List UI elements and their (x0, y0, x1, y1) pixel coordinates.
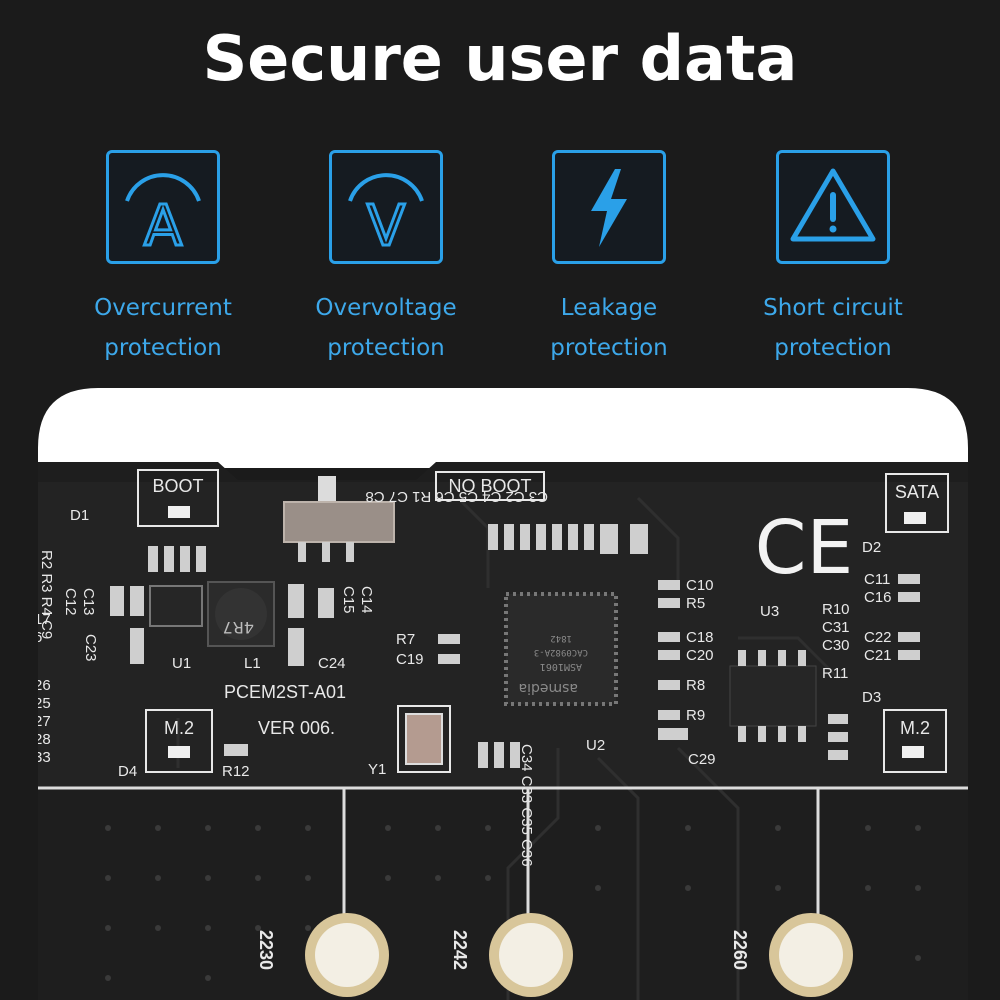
silk-c18: C18 (686, 629, 714, 646)
feature-label-1: Overvoltage (315, 295, 457, 321)
inductor-mark: 4R7 (223, 618, 254, 637)
feature-label-2: protection (104, 335, 222, 361)
mount-hole-2230 (305, 913, 389, 997)
silk-d2: D2 (862, 539, 881, 556)
pcb-board: 2230 2242 2260 BOOT NO BOOT SATA CE asme… (38, 388, 968, 1000)
silk-edge-6: 6 (38, 629, 42, 646)
silk-c21: C21 (864, 647, 892, 664)
silk-c13: C13 (80, 588, 97, 616)
boot-label: BOOT (152, 476, 203, 496)
silk-d3: D3 (862, 689, 881, 706)
silk-d1: D1 (70, 507, 89, 524)
feature-label-2: protection (774, 335, 892, 361)
silk-r11: R11 (822, 665, 848, 682)
chip-line1: ASM1061 (540, 661, 582, 672)
silk-u1: U1 (172, 655, 191, 672)
silk-edge-28: 28 (38, 731, 51, 748)
mount-label-2230: 2230 (256, 930, 276, 970)
feature-overvoltage: V Overvoltage protection (286, 150, 486, 368)
silk-r7: R7 (396, 631, 415, 648)
warning-triangle-icon (776, 150, 890, 264)
silk-c15: C15 (340, 586, 357, 614)
silk-c10: C10 (686, 577, 714, 594)
silk-edge-25: 25 (38, 695, 51, 712)
boot-switch (283, 476, 395, 562)
feature-short-circuit: Short circuit protection (733, 150, 933, 368)
feature-label-2: protection (550, 335, 668, 361)
crystal-y1 (397, 705, 451, 773)
silk-edge-17: 17 (38, 611, 51, 628)
silk-l1: L1 (244, 655, 261, 672)
silk-edge-27: 27 (38, 713, 51, 730)
silk-crystal-caps: C34 C33 C35 C36 (518, 744, 535, 867)
feature-label-1: Short circuit (763, 295, 903, 321)
silk-d4: D4 (118, 763, 137, 780)
u3-chip (729, 650, 817, 742)
feature-leakage: Leakage protection (509, 150, 709, 368)
silk-u2: U2 (586, 737, 605, 754)
voltmeter-icon: V (329, 150, 443, 264)
silk-y1: Y1 (368, 761, 386, 778)
silk-c14: C14 (358, 586, 375, 614)
feature-label-1: Overcurrent (94, 295, 232, 321)
silk-r-group: R2 R3 R4 C9 (38, 550, 55, 639)
headline: Secure user data (202, 22, 798, 95)
m2-right-label: M.2 (900, 718, 930, 738)
silk-r10: R10 (822, 601, 850, 618)
silk-r5: R5 (686, 595, 705, 612)
feature-label-1: Leakage (560, 295, 658, 321)
noboot-label: NO BOOT (448, 476, 531, 496)
mount-hole-2260 (769, 913, 853, 997)
silk-c16: C16 (864, 589, 892, 606)
silk-r12: R12 (222, 763, 250, 780)
silk-top-caps: C3 C2 C4 C5 C6 R1 C7 C8 (365, 488, 548, 505)
ce-mark: CE (755, 505, 853, 591)
silk-c12: C12 (62, 588, 79, 616)
silk-c20: C20 (686, 647, 714, 664)
asm1061-chip: asmedia ASM1061 CAC0982A-3 1842 (504, 592, 618, 706)
ammeter-icon: A (106, 150, 220, 264)
chip-brand: asmedia (519, 680, 578, 696)
silk-c31: C31 (822, 619, 850, 636)
board-version: VER 006. (258, 718, 335, 738)
voltmeter-glyph: V (367, 194, 405, 259)
silk-c24: C24 (318, 655, 346, 672)
mount-hole-2242 (489, 913, 573, 997)
silk-u3: U3 (760, 603, 779, 620)
silk-c30: C30 (822, 637, 850, 654)
inductor-l1: 4R7 (207, 581, 275, 647)
feature-label-2: protection (327, 335, 445, 361)
silk-c11: C11 (864, 571, 890, 588)
lightning-icon (552, 150, 666, 264)
silk-r9: R9 (686, 707, 705, 724)
ammeter-glyph: A (144, 194, 182, 259)
silk-c23: C23 (82, 634, 99, 662)
feature-overcurrent: A Overcurrent protection (63, 150, 263, 368)
sata-label: SATA (895, 482, 939, 502)
mount-label-2260: 2260 (730, 930, 750, 970)
board-model: PCEM2ST-A01 (224, 682, 346, 702)
chip-line3: 1842 (550, 633, 572, 643)
silk-c29: C29 (688, 751, 716, 768)
m2-left-label: M.2 (164, 718, 194, 738)
silk-edge-26: 26 (38, 677, 51, 694)
silk-c22: C22 (864, 629, 892, 646)
chip-line2: CAC0982A-3 (534, 647, 588, 657)
silk-c19: C19 (396, 651, 424, 668)
silk-r8: R8 (686, 677, 705, 694)
silk-edge-33: 33 (38, 749, 51, 766)
mount-label-2242: 2242 (450, 930, 470, 970)
